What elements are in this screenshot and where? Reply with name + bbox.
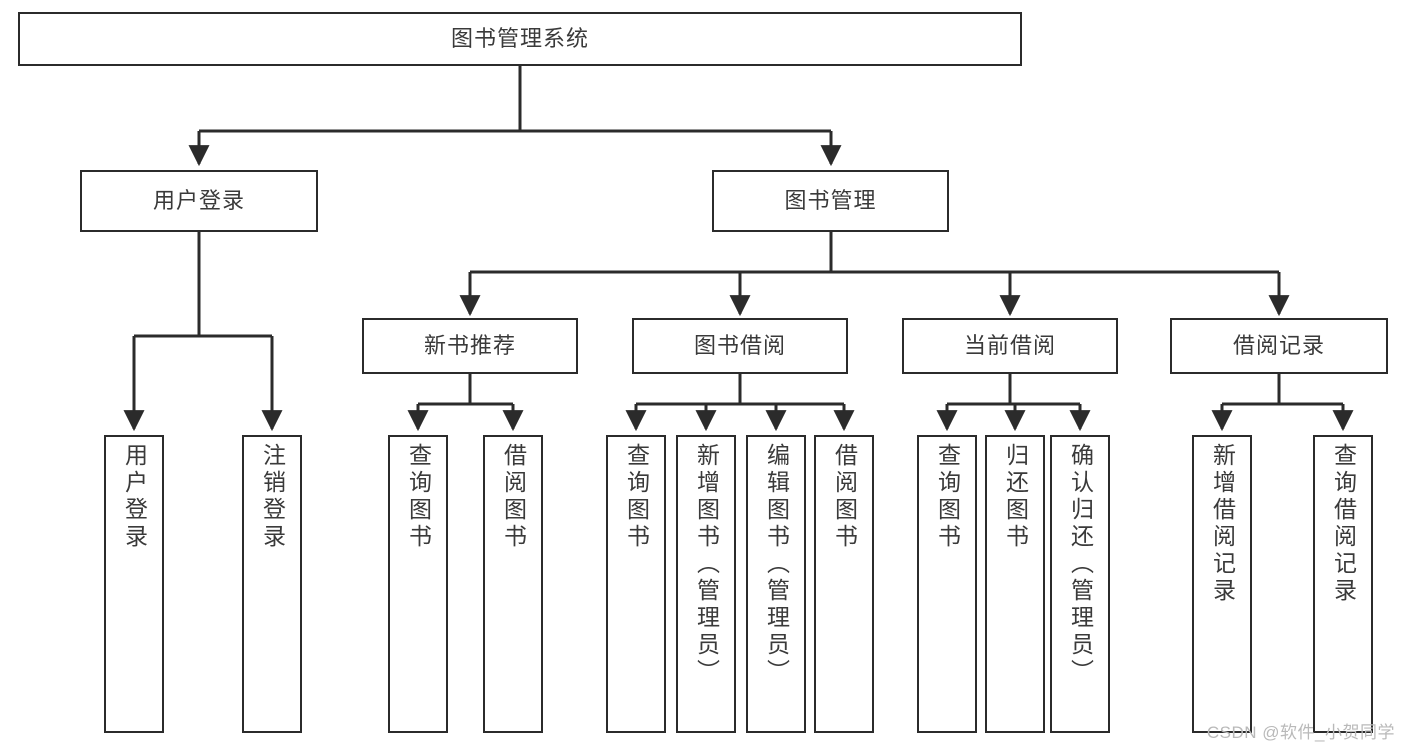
node-leaf-user-login[interactable]: 用户登录	[104, 435, 164, 733]
node-root[interactable]: 图书管理系统	[18, 12, 1022, 66]
node-leaf-borrow-books-1-label: 借阅图书	[500, 443, 527, 551]
node-leaf-query-record[interactable]: 查询借阅记录	[1313, 435, 1373, 733]
node-leaf-user-login-label: 用户登录	[121, 443, 148, 551]
node-new-book-recommend[interactable]: 新书推荐	[362, 318, 578, 374]
node-leaf-add-book[interactable]: 新增图书（管理员）	[676, 435, 736, 733]
node-leaf-confirm-return[interactable]: 确认归还（管理员）	[1050, 435, 1110, 733]
node-user-login-label: 用户登录	[152, 188, 245, 214]
node-leaf-add-book-label: 新增图书（管理员）	[693, 443, 720, 686]
node-leaf-borrow-books-2[interactable]: 借阅图书	[814, 435, 874, 733]
node-leaf-edit-book-label: 编辑图书（管理员）	[763, 443, 790, 686]
node-leaf-query-books-1-label: 查询图书	[405, 443, 432, 551]
node-leaf-return-book-label: 归还图书	[1002, 443, 1029, 551]
node-leaf-confirm-return-label: 确认归还（管理员）	[1067, 443, 1094, 686]
node-leaf-add-record-label: 新增借阅记录	[1209, 443, 1236, 605]
node-borrow-record-label: 借阅记录	[1232, 333, 1325, 359]
node-leaf-logout-login-label: 注销登录	[259, 443, 286, 551]
node-current-borrow[interactable]: 当前借阅	[902, 318, 1118, 374]
node-leaf-query-books-2[interactable]: 查询图书	[606, 435, 666, 733]
node-leaf-query-books-2-label: 查询图书	[623, 443, 650, 551]
node-leaf-borrow-books-1[interactable]: 借阅图书	[483, 435, 543, 733]
node-leaf-logout-login[interactable]: 注销登录	[242, 435, 302, 733]
node-new-book-recommend-label: 新书推荐	[423, 333, 516, 359]
node-current-borrow-label: 当前借阅	[963, 333, 1056, 359]
node-user-login[interactable]: 用户登录	[80, 170, 318, 232]
node-book-borrow[interactable]: 图书借阅	[632, 318, 848, 374]
node-leaf-edit-book[interactable]: 编辑图书（管理员）	[746, 435, 806, 733]
node-leaf-query-books-3[interactable]: 查询图书	[917, 435, 977, 733]
node-leaf-return-book[interactable]: 归还图书	[985, 435, 1045, 733]
node-root-label: 图书管理系统	[450, 26, 589, 52]
node-borrow-record[interactable]: 借阅记录	[1170, 318, 1388, 374]
node-book-management-label: 图书管理	[784, 188, 877, 214]
node-book-borrow-label: 图书借阅	[693, 333, 786, 359]
csdn-watermark: CSDN @软件_小贺同学	[1206, 723, 1395, 742]
node-leaf-query-record-label: 查询借阅记录	[1330, 443, 1357, 605]
node-leaf-add-record[interactable]: 新增借阅记录	[1192, 435, 1252, 733]
node-leaf-query-books-3-label: 查询图书	[934, 443, 961, 551]
node-leaf-borrow-books-2-label: 借阅图书	[831, 443, 858, 551]
node-leaf-query-books-1[interactable]: 查询图书	[388, 435, 448, 733]
node-book-management[interactable]: 图书管理	[712, 170, 949, 232]
